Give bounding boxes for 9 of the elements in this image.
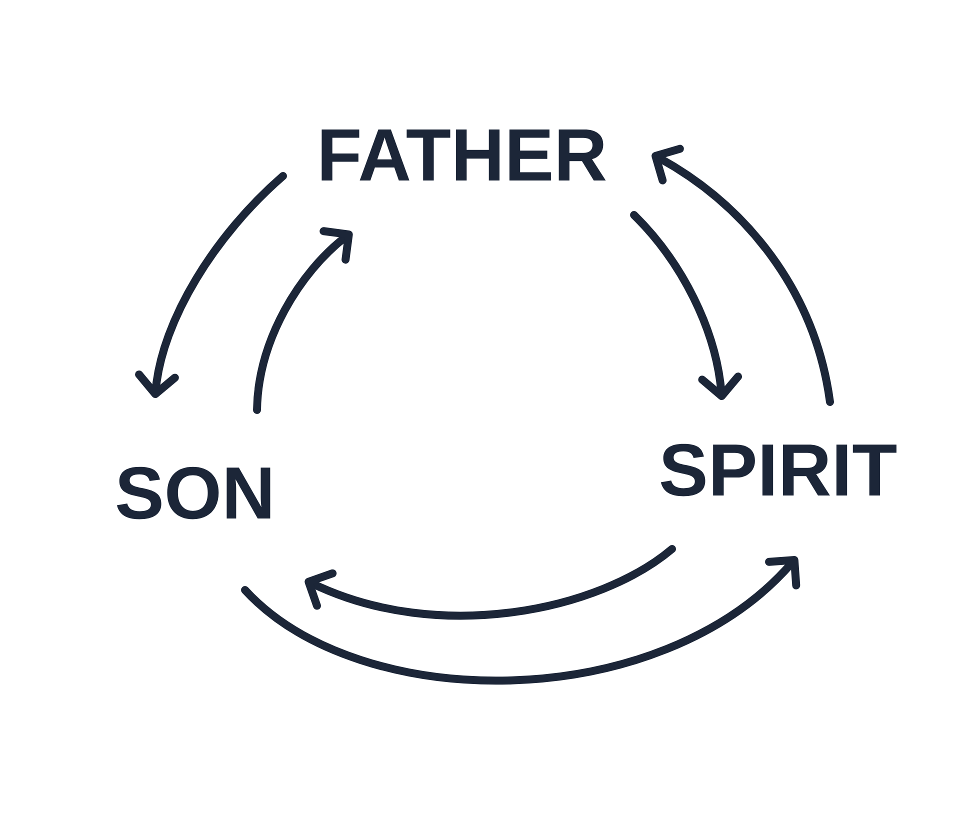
curved-arrow bbox=[630, 211, 742, 400]
word-label: SON bbox=[116, 466, 270, 520]
word-label: SPIRIT bbox=[660, 444, 896, 496]
curved-arrow bbox=[241, 556, 800, 684]
word-label: FATHER bbox=[322, 130, 606, 180]
curved-arrow bbox=[135, 172, 287, 398]
curved-arrow bbox=[652, 144, 834, 406]
curved-arrow bbox=[253, 227, 353, 414]
curved-arrow bbox=[304, 545, 676, 620]
